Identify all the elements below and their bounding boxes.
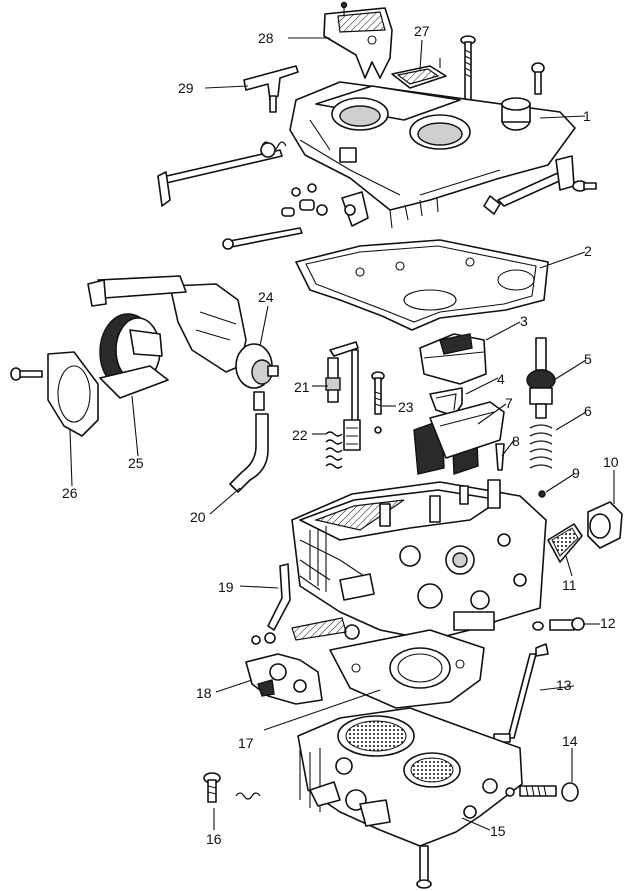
part-24-diaphragm <box>87 275 279 411</box>
part-26-gasket-ring <box>47 351 99 437</box>
part-19-tube <box>267 563 291 631</box>
callout-26: 26 <box>62 485 78 501</box>
leader-lines <box>69 37 615 831</box>
callout-29: 29 <box>178 80 194 96</box>
callout-6: 6 <box>584 403 592 419</box>
callout-7: 7 <box>505 395 513 411</box>
small-fittings <box>281 183 369 227</box>
callout-18: 18 <box>196 685 212 701</box>
linkage-rod-lower <box>222 227 303 250</box>
part-3-float <box>419 333 487 385</box>
callout-11: 11 <box>562 577 577 593</box>
callout-22: 22 <box>292 427 308 443</box>
callout-8: 8 <box>512 433 520 449</box>
callout-15: 15 <box>490 823 506 839</box>
callout-2: 2 <box>584 243 592 259</box>
part-2-gasket <box>295 239 549 331</box>
part-29-lever <box>243 65 299 113</box>
part-13-rod <box>493 643 549 743</box>
linkage-rod-left <box>157 141 287 207</box>
part-20-hose <box>229 413 269 493</box>
part-21-needle-valve <box>325 341 361 451</box>
callout-21: 21 <box>294 379 310 395</box>
callout-3: 3 <box>520 313 528 329</box>
main-body <box>291 479 547 641</box>
small-nuts <box>251 624 360 645</box>
part-12-screw <box>532 617 585 631</box>
callout-24: 24 <box>258 289 274 305</box>
part-16-screw <box>203 772 261 803</box>
screw-left <box>10 367 43 381</box>
callout-5: 5 <box>584 351 592 367</box>
part-15-throttle-body <box>297 707 523 847</box>
part-7-double-float <box>413 401 505 475</box>
screw-long-top <box>460 35 476 105</box>
callout-16: 16 <box>206 831 222 847</box>
callout-14: 14 <box>562 733 578 749</box>
screw-short-top <box>531 62 545 95</box>
part-27-plate <box>391 58 447 89</box>
linkage-right <box>483 155 597 215</box>
part-17-gasket <box>291 617 485 709</box>
callout-20: 20 <box>190 509 206 525</box>
callout-25: 25 <box>128 455 144 471</box>
part-11-filter <box>547 523 583 563</box>
callout-9: 9 <box>572 465 580 481</box>
part-6-spring <box>529 424 553 469</box>
part-28-bracket <box>323 1 393 79</box>
callout-28: 28 <box>258 30 274 46</box>
part-10-plug <box>587 501 623 549</box>
part-23-jet <box>371 371 385 434</box>
callout-19: 19 <box>218 579 234 595</box>
part-1-cover <box>289 81 576 229</box>
callout-12: 12 <box>600 615 616 631</box>
part-8-needle <box>495 443 505 471</box>
callout-1: 1 <box>583 108 591 124</box>
callout-27: 27 <box>414 23 430 39</box>
callout-labels: 28 27 29 1 2 3 4 5 6 7 8 9 10 11 12 13 1… <box>62 23 619 847</box>
callout-23: 23 <box>398 399 414 415</box>
callout-17: 17 <box>238 735 254 751</box>
callout-10: 10 <box>603 454 619 470</box>
part-9-ball <box>538 490 546 498</box>
callout-4: 4 <box>497 371 505 387</box>
part-18-lever <box>245 653 323 705</box>
part-14-screw <box>505 782 579 802</box>
screw-bottom <box>416 845 432 889</box>
part-22-spring <box>325 431 343 469</box>
part-5-pump <box>526 337 556 419</box>
part-25-cover <box>99 313 169 399</box>
callout-13: 13 <box>556 677 572 693</box>
